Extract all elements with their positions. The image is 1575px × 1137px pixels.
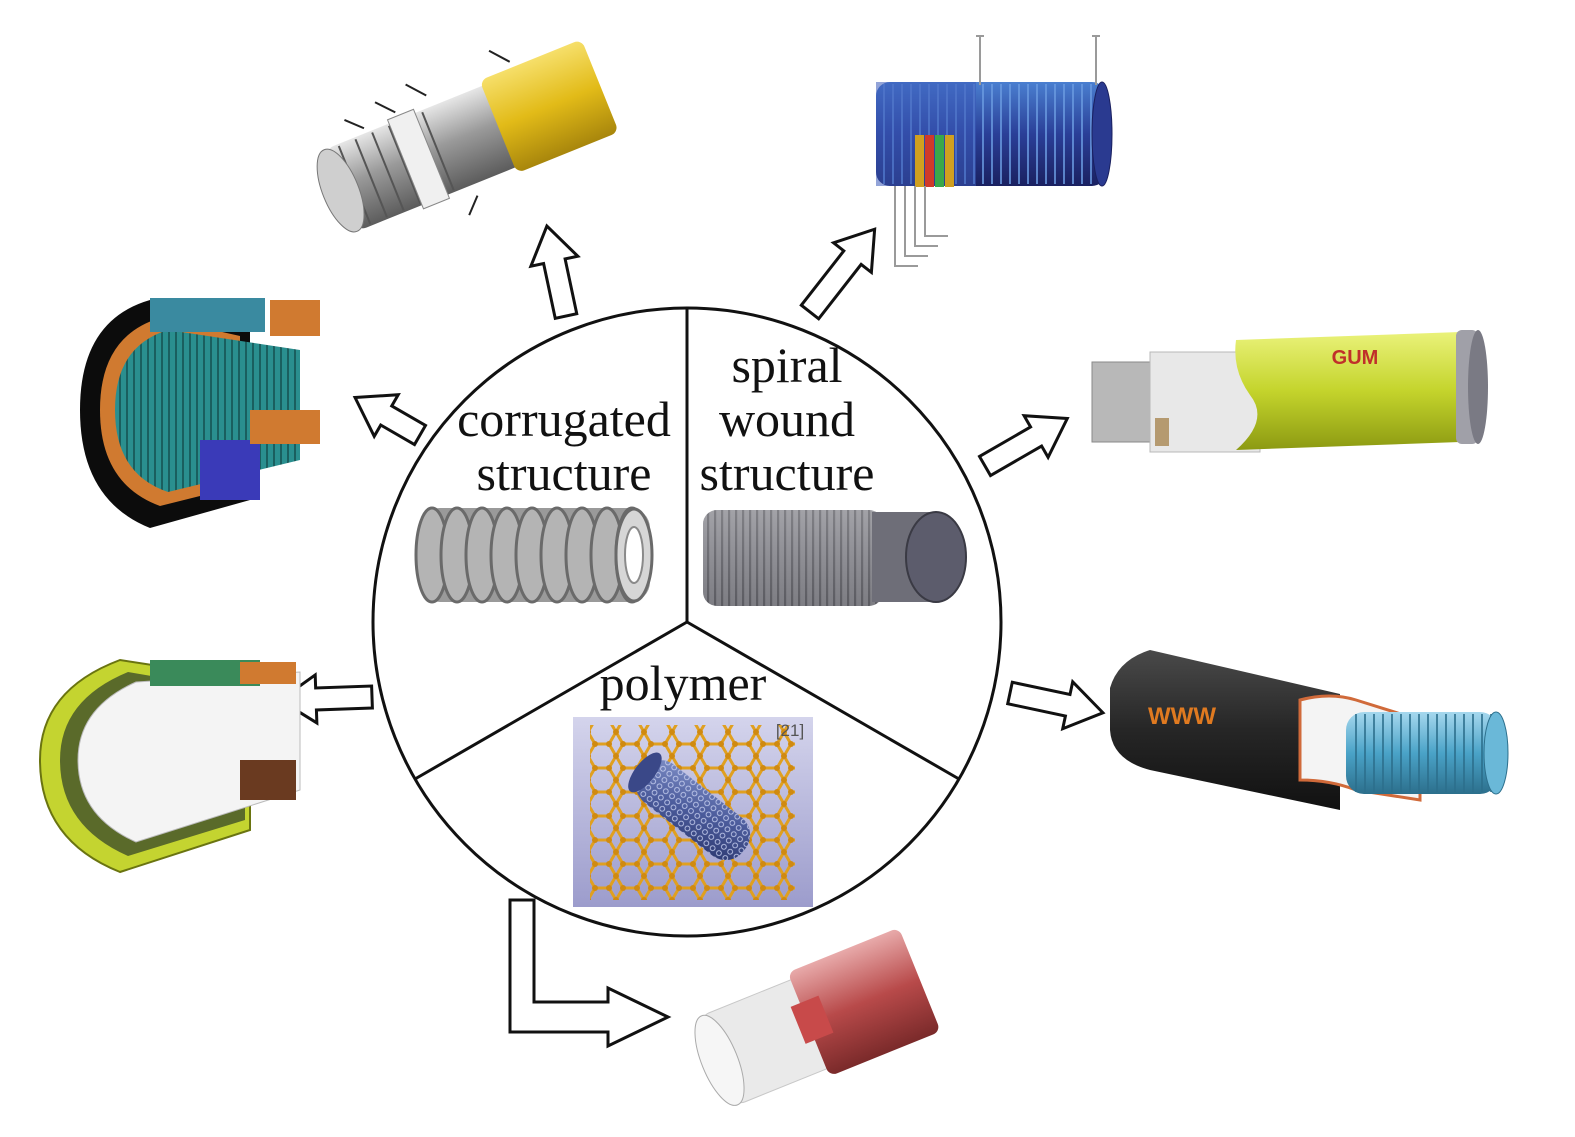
arrow-icon — [508, 898, 672, 1049]
green-pipe-logo: GUM — [1332, 347, 1379, 369]
flexible-pipe-icon — [80, 298, 320, 528]
divider-left — [414, 620, 688, 781]
flexible-pipe-icon: GUM — [1091, 330, 1488, 453]
segment-spiral-wound: spiral wound structure — [700, 337, 967, 606]
reference-label: [21] — [776, 721, 804, 740]
corrugated-hose-icon — [414, 506, 654, 604]
arrow-icon — [799, 227, 877, 321]
corrugated-label-line2: structure — [477, 445, 652, 501]
segment-polymer: polymer [21] — [573, 655, 813, 907]
arrow-icon — [528, 223, 581, 321]
flexible-pipe-icon — [876, 35, 1113, 267]
divider-right — [686, 620, 960, 781]
arrow-icon — [352, 393, 428, 447]
spiral-wound-cylinder-icon — [703, 510, 967, 606]
center-circle — [371, 306, 1003, 938]
corrugated-label-line1: corrugated — [457, 391, 671, 447]
arrow-icon — [977, 414, 1070, 478]
spiral-label-line2: wound — [719, 391, 855, 447]
spiral-label-line3: structure — [700, 445, 875, 501]
arrows — [277, 223, 1106, 732]
flexible-pipe-icon — [38, 658, 301, 874]
polymer-label: polymer — [600, 655, 767, 711]
flexible-pipe-icon: WWW — [1110, 650, 1509, 810]
arrow-icon — [1005, 678, 1106, 732]
graphene-nanotube-icon: [21] — [573, 717, 813, 907]
flexible-pipe-icon — [316, 41, 617, 233]
black-pipe-logo: WWW — [1148, 703, 1216, 730]
flexible-pipe-icon — [694, 929, 939, 1106]
spiral-label-line1: spiral — [731, 337, 842, 393]
segment-corrugated: corrugated structure — [414, 391, 671, 604]
